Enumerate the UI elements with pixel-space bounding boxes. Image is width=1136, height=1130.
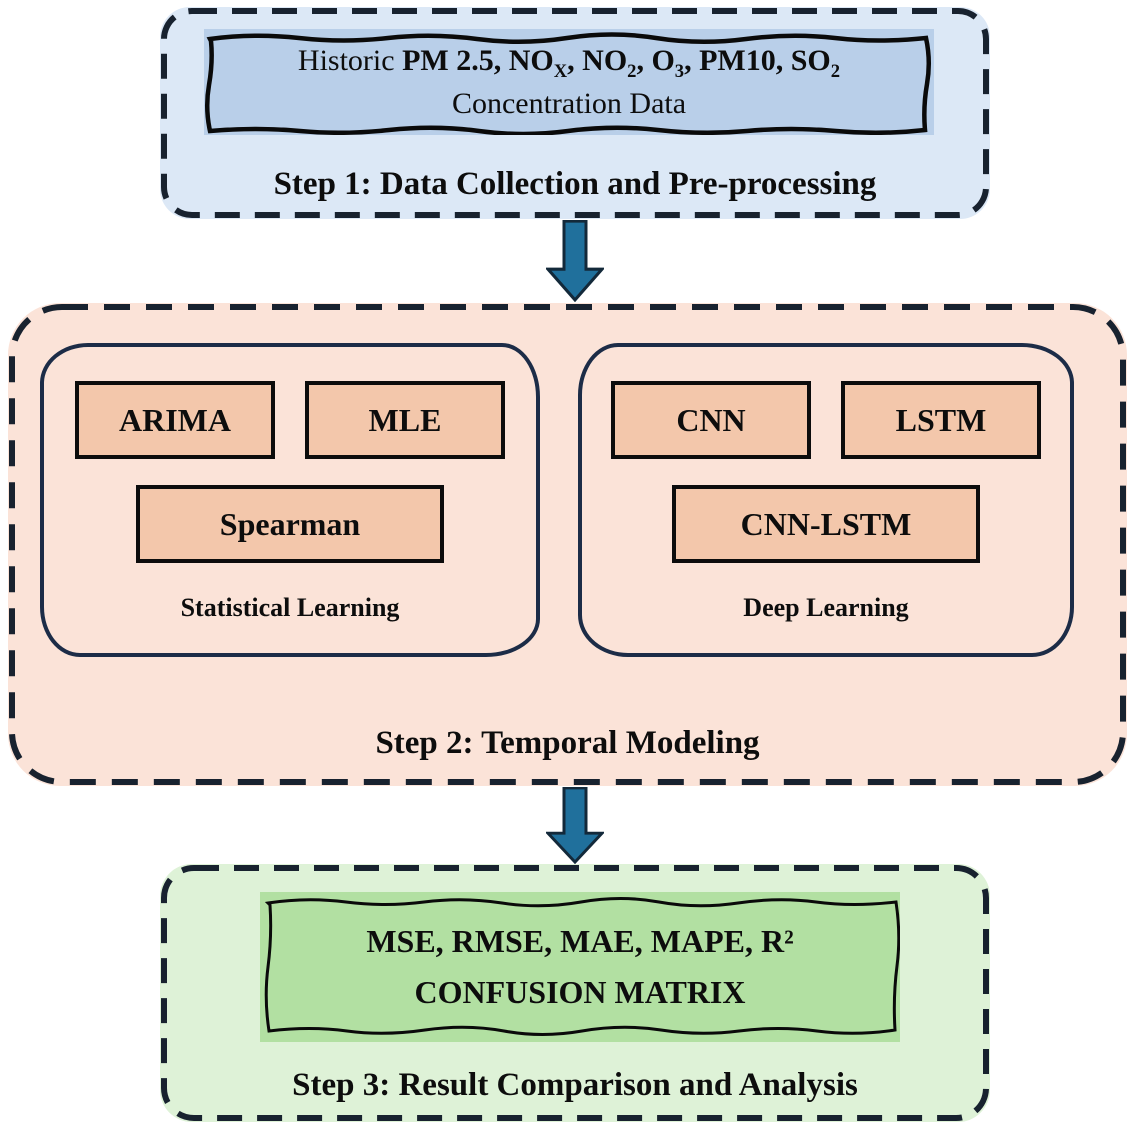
metrics-line-1: MSE, RMSE, MAE, MAPE, R² bbox=[366, 922, 794, 959]
step2-panel: ARIMA MLE Spearman Statistical Learning … bbox=[8, 303, 1127, 786]
arima-box: ARIMA bbox=[75, 381, 275, 459]
historic-text: Historic bbox=[297, 44, 403, 78]
statistical-learning-label: Statistical Learning bbox=[180, 593, 400, 622]
historic-data-box: Historic PM 2.5, NOX, NO2, O3, PM10, SO2… bbox=[204, 29, 934, 135]
down-arrow-icon bbox=[546, 220, 604, 302]
statistical-learning-group: ARIMA MLE Spearman Statistical Learning bbox=[40, 343, 540, 657]
step3-label: Step 3: Result Comparison and Analysis bbox=[292, 1067, 858, 1103]
step3-panel: MSE, RMSE, MAE, MAPE, R² CONFUSION MATRI… bbox=[160, 864, 990, 1122]
step2-label: Step 2: Temporal Modeling bbox=[375, 725, 760, 761]
cnn-box: CNN bbox=[611, 381, 811, 459]
deep-row-2: CNN-LSTM bbox=[672, 485, 980, 563]
down-arrow-icon bbox=[546, 787, 604, 864]
statistical-row-1: ARIMA MLE bbox=[75, 381, 505, 459]
deep-learning-group: CNN LSTM CNN-LSTM Deep Learning bbox=[578, 343, 1074, 657]
step1-label: Step 1: Data Collection and Pre-processi… bbox=[273, 166, 877, 202]
pollutants-line: Historic PM 2.5, NOX, NO2, O3, PM10, SO2 bbox=[298, 39, 840, 83]
deep-learning-label: Deep Learning bbox=[743, 593, 909, 622]
metrics-box: MSE, RMSE, MAE, MAPE, R² CONFUSION MATRI… bbox=[260, 892, 900, 1042]
concentration-data-line: Concentration Data bbox=[451, 86, 687, 120]
pollutants-formula: PM 2.5, NOX, NO2, O3, PM10, SO2 bbox=[402, 44, 841, 83]
deep-row-1: CNN LSTM bbox=[611, 381, 1041, 459]
mle-box: MLE bbox=[305, 381, 505, 459]
step1-panel: Historic PM 2.5, NOX, NO2, O3, PM10, SO2… bbox=[160, 7, 990, 219]
statistical-row-2: Spearman bbox=[136, 485, 444, 563]
metrics-line-2: CONFUSION MATRIX bbox=[414, 974, 746, 1010]
lstm-box: LSTM bbox=[841, 381, 1041, 459]
spearman-box: Spearman bbox=[136, 485, 444, 563]
cnn-lstm-box: CNN-LSTM bbox=[672, 485, 980, 563]
